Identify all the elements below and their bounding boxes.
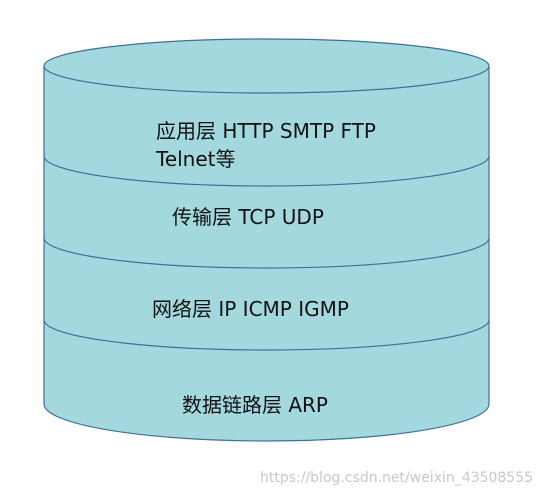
network-layer-label: 网络层 IP ICMP IGMP [152,297,349,321]
cylinder-top [43,38,490,94]
layer-divider [43,319,490,351]
application-layer-label-cont: Telnet等 [155,147,236,171]
layer-divider [43,237,490,269]
cylinder-body [43,65,490,442]
watermark-url: https://blog.csdn.net/weixin_43508555 [260,470,533,486]
data-link-layer-label: 数据链路层 ARP [182,393,328,417]
application-layer-label: 应用层 HTTP SMTP FTP [156,119,376,143]
layer-divider [43,155,490,187]
transport-layer-label: 传输层 TCP UDP [172,205,324,229]
